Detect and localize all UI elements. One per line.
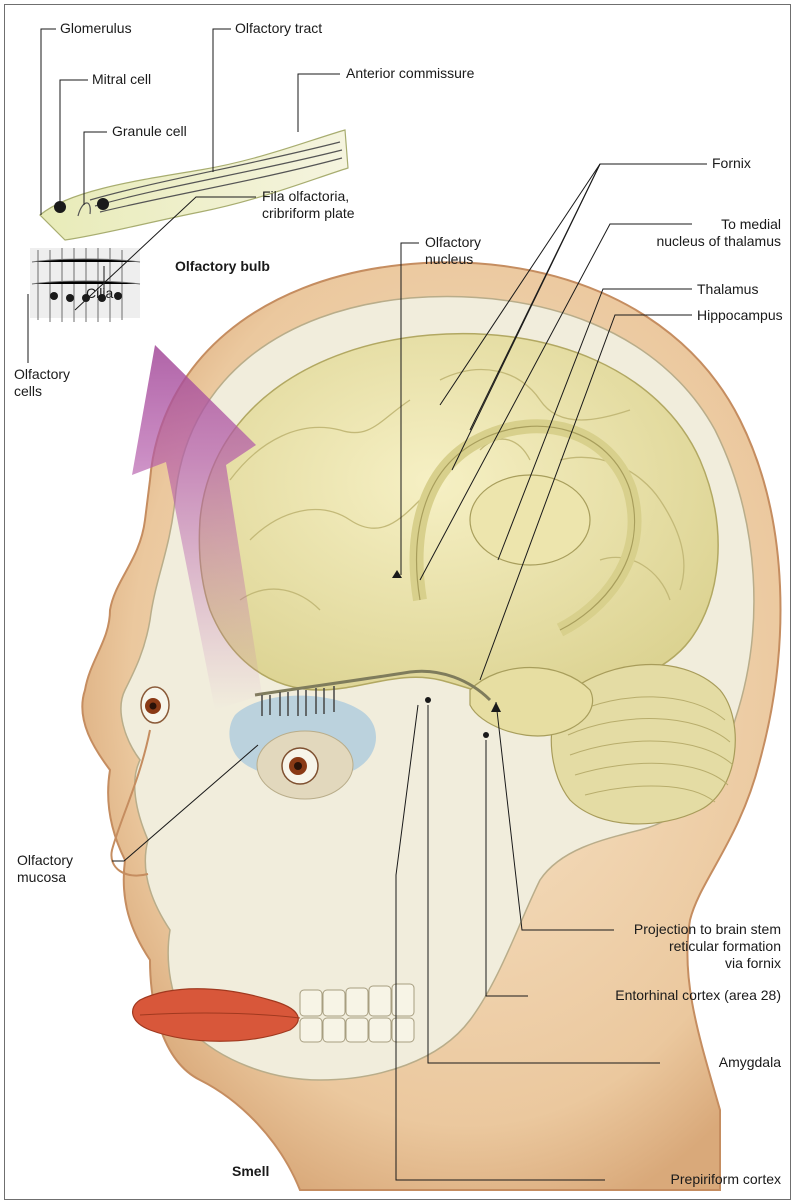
label-mitral-cell: Mitral cell bbox=[92, 71, 151, 88]
label-anterior-commissure: Anterior commissure bbox=[346, 65, 474, 82]
label-granule-cell: Granule cell bbox=[112, 123, 187, 140]
label-amygdala: Amygdala bbox=[719, 1054, 781, 1071]
label-olfactory-nucleus-line1: Olfactory bbox=[425, 234, 481, 251]
cilia-cells bbox=[30, 248, 140, 322]
label-fornix: Fornix bbox=[712, 155, 751, 172]
label-prepiriform-cortex: Prepiriform cortex bbox=[671, 1171, 781, 1188]
bulb-tract bbox=[40, 130, 348, 240]
label-fila-olfactoria-line2: cribriform plate bbox=[262, 205, 355, 222]
label-entorhinal-cortex: Entorhinal cortex (area 28) bbox=[615, 987, 781, 1004]
inset-title: Olfactory bulb bbox=[175, 258, 270, 275]
label-fila-olfactoria-line1: Fila olfactoria, bbox=[262, 188, 349, 205]
label-glomerulus: Glomerulus bbox=[60, 20, 132, 37]
label-to-medial-line2: nucleus of thalamus bbox=[656, 233, 781, 250]
figure-caption: Smell bbox=[232, 1163, 269, 1180]
label-olfactory-cells-line1: Olfactory bbox=[14, 366, 70, 383]
label-projection-line1: Projection to brain stem bbox=[634, 921, 781, 938]
label-cilia: Cilia bbox=[86, 285, 113, 302]
label-thalamus: Thalamus bbox=[697, 281, 758, 298]
label-olfactory-tract: Olfactory tract bbox=[235, 20, 322, 37]
label-projection-line2: reticular formation bbox=[669, 938, 781, 955]
label-hippocampus: Hippocampus bbox=[697, 307, 783, 324]
thalamus-shape bbox=[470, 475, 590, 565]
label-olfactory-nucleus-line2: nucleus bbox=[425, 251, 473, 268]
label-to-medial-line1: To medial bbox=[721, 216, 781, 233]
label-olfactory-mucosa-line2: mucosa bbox=[17, 869, 66, 886]
teeth bbox=[300, 984, 414, 1042]
label-olfactory-cells-line2: cells bbox=[14, 383, 42, 400]
label-olfactory-mucosa-line1: Olfactory bbox=[17, 852, 73, 869]
label-projection-line3: via fornix bbox=[725, 955, 781, 972]
